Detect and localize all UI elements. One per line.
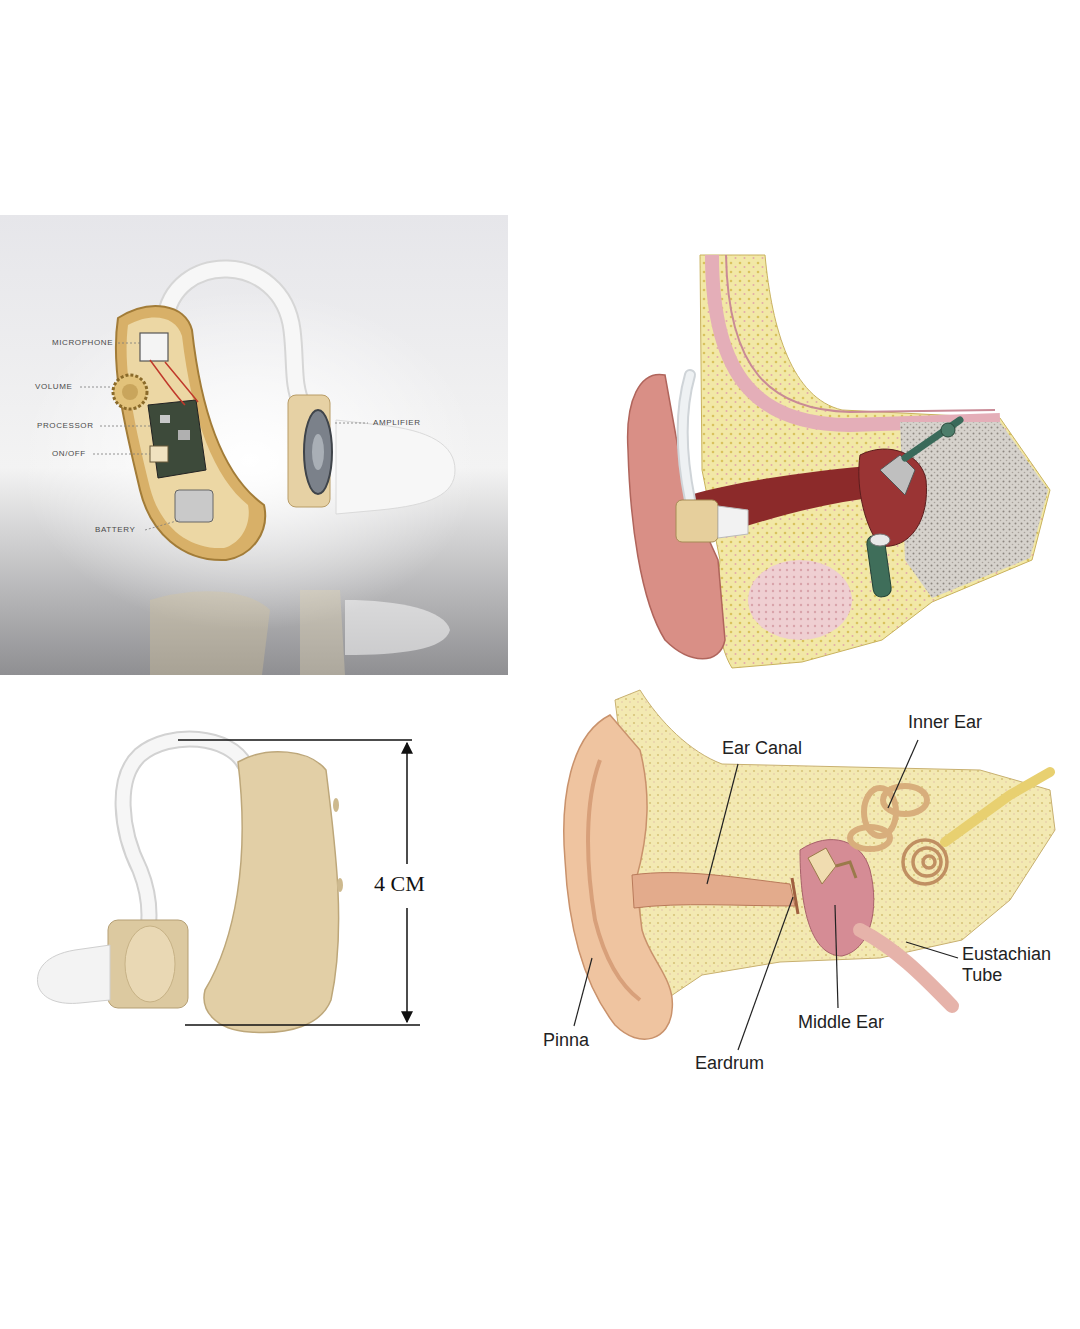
cochlea xyxy=(903,840,947,884)
skin-layer xyxy=(712,255,1000,425)
ear-canal xyxy=(690,465,882,540)
anatomy-label: Ear Canal xyxy=(722,738,802,759)
ossicles xyxy=(808,848,836,884)
anatomy-label: Inner Ear xyxy=(908,712,982,733)
leader-line xyxy=(835,905,838,1008)
device-interior xyxy=(127,317,249,548)
volume-wheel xyxy=(122,384,138,400)
leader-line xyxy=(93,454,150,455)
leader-line xyxy=(574,958,592,1026)
leader-line xyxy=(738,897,793,1050)
dimension-label: 4 CM xyxy=(374,871,425,896)
ear-section-with-aid xyxy=(628,255,1050,668)
bone-region xyxy=(700,255,1050,668)
reflection xyxy=(345,600,450,655)
eardrum-shape xyxy=(792,878,798,914)
ear-hook xyxy=(123,739,245,930)
ossicles xyxy=(880,455,915,495)
speaker-disc xyxy=(312,434,324,470)
part-label: PROCESSOR xyxy=(37,421,94,430)
ear-hook xyxy=(123,739,245,930)
device-body xyxy=(116,306,265,560)
processor-board xyxy=(148,400,206,478)
anatomy-label: Middle Ear xyxy=(798,1012,884,1033)
device-dimension-view xyxy=(37,739,420,1033)
eustachian-tube xyxy=(870,534,890,546)
auditory-nerve xyxy=(945,772,1050,842)
leader-line xyxy=(335,423,368,424)
part-label: AMPLIFIER xyxy=(373,418,421,427)
ear-anatomy xyxy=(564,690,1055,1050)
nerve xyxy=(905,420,960,458)
glow xyxy=(20,290,480,630)
leader-line xyxy=(888,740,918,808)
earpiece xyxy=(125,926,175,1002)
chip xyxy=(178,430,190,440)
aid-earpiece xyxy=(676,500,718,542)
ossicles xyxy=(836,862,856,878)
switch-part xyxy=(150,446,168,462)
reflection xyxy=(150,591,270,675)
anatomy-label: Eustachian Tube xyxy=(962,944,1066,985)
pinna-section xyxy=(628,374,725,658)
part-label: VOLUME xyxy=(35,382,72,391)
reflection xyxy=(300,590,345,675)
microphone-part xyxy=(140,333,168,361)
aid-ear-tip xyxy=(718,506,748,538)
skin-layer xyxy=(726,255,995,412)
dimension-arrow xyxy=(406,908,408,1022)
aid-tube xyxy=(683,375,691,500)
wire xyxy=(165,362,198,402)
device-button xyxy=(333,798,339,812)
leader-line xyxy=(80,387,112,388)
dimension-arrow xyxy=(406,743,408,864)
leader-line xyxy=(145,520,180,530)
leader-line xyxy=(118,343,140,344)
earpiece xyxy=(108,920,188,1008)
part-label: BATTERY xyxy=(95,525,135,534)
panel-ground xyxy=(0,215,508,675)
semicircular-canal xyxy=(883,786,927,814)
aid-tube xyxy=(683,375,691,500)
part-label: MICROPHONE xyxy=(52,338,113,347)
ear-canal-shape xyxy=(632,873,795,908)
speaker-disc xyxy=(304,410,332,494)
middle-ear xyxy=(859,449,927,546)
wire xyxy=(150,360,185,405)
ear-tip xyxy=(336,420,455,514)
cochlea xyxy=(923,856,935,868)
leader-line xyxy=(100,426,150,427)
volume-wheel xyxy=(113,375,147,409)
battery-part xyxy=(175,490,213,522)
semicircular-canal xyxy=(850,827,890,849)
leader-line xyxy=(906,942,958,958)
eustachian-tube-shape xyxy=(860,930,952,1006)
dimension-line xyxy=(178,739,412,741)
device-button xyxy=(337,878,343,892)
leader-line xyxy=(707,764,738,884)
device-body xyxy=(204,752,339,1033)
part-label: ON/OFF xyxy=(52,449,86,458)
anatomy-label: Eardrum xyxy=(695,1053,764,1074)
ear-tip xyxy=(37,945,110,1003)
inner-ear xyxy=(941,423,955,437)
eustachian-tube xyxy=(866,534,892,598)
mastoid-tissue xyxy=(748,560,852,640)
dimension-line xyxy=(185,1024,420,1026)
anatomy-label: Pinna xyxy=(543,1030,589,1051)
chip xyxy=(160,415,170,423)
cutaway-panel xyxy=(0,215,508,675)
cochlea xyxy=(913,848,941,876)
